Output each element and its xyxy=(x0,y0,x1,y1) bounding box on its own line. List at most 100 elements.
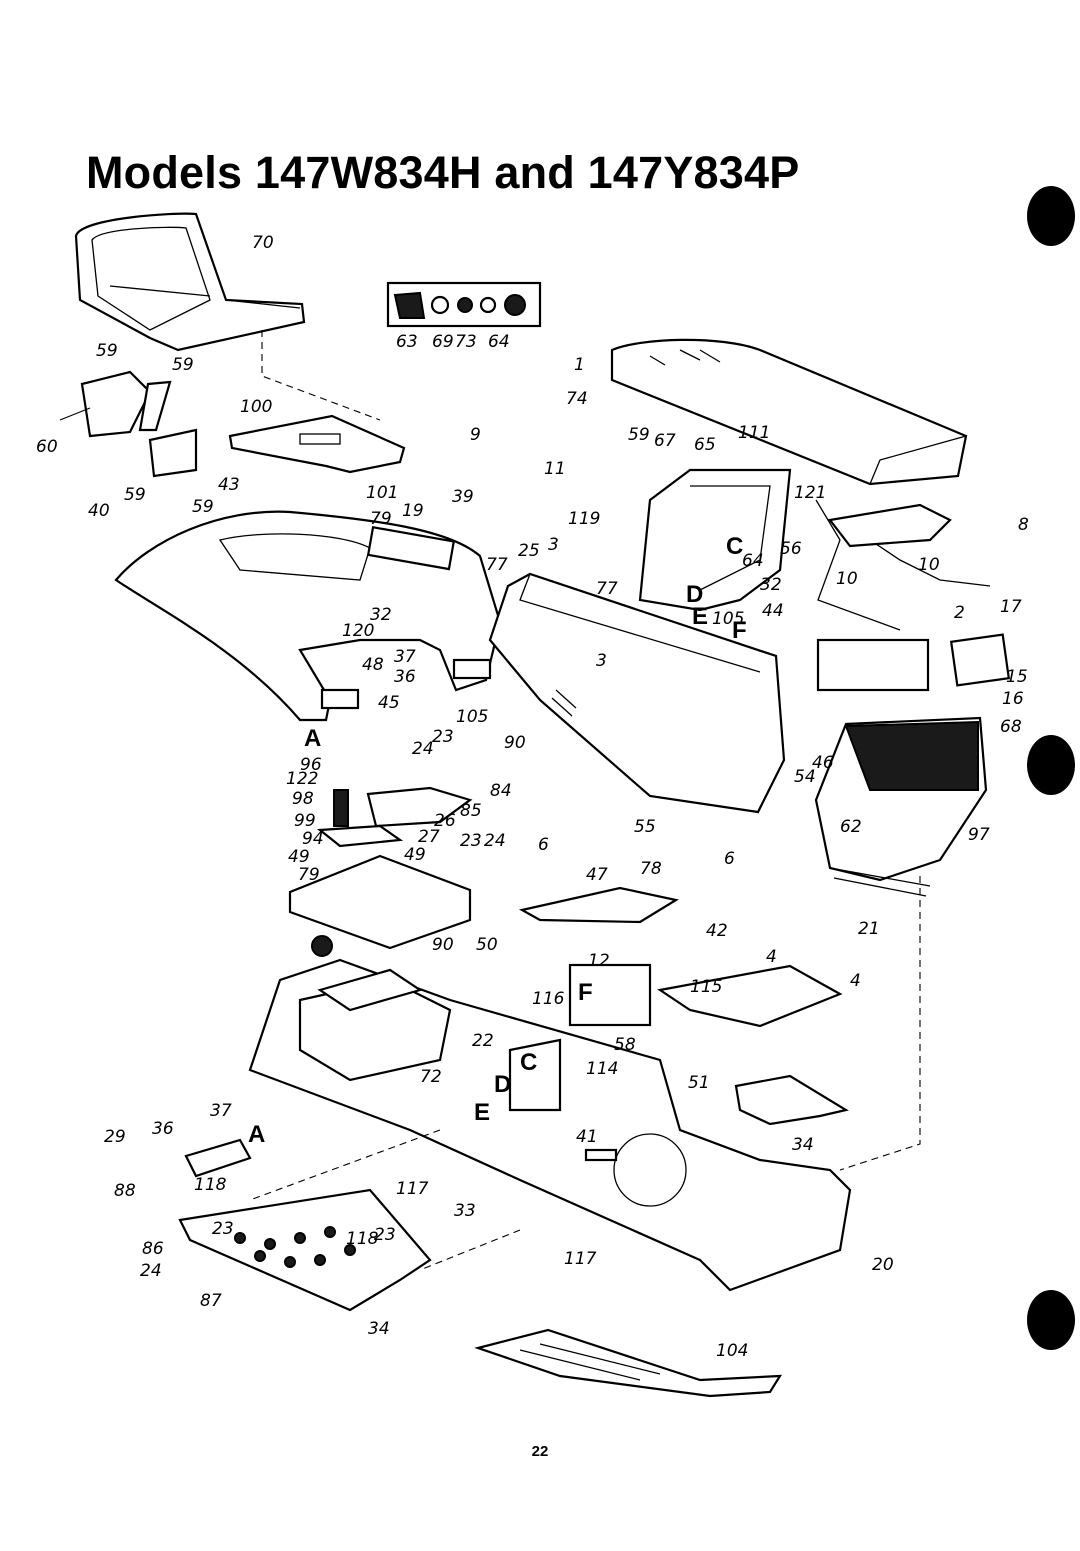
callout-119: 119 xyxy=(568,509,600,529)
callout-37: 37 xyxy=(210,1101,232,1121)
headlight-part xyxy=(949,633,1011,687)
callout-98: 98 xyxy=(292,789,314,809)
ref-letter-c: C xyxy=(726,533,743,560)
callout-4: 4 xyxy=(766,947,777,967)
callout-73: 73 xyxy=(455,332,477,352)
seat-brackets xyxy=(59,370,198,478)
callout-1: 1 xyxy=(574,355,585,375)
callout-56: 56 xyxy=(780,539,802,559)
callout-45: 45 xyxy=(378,693,400,713)
callout-117: 117 xyxy=(564,1249,597,1269)
seat-plate xyxy=(228,330,406,474)
hood-part xyxy=(610,338,968,486)
callout-68: 68 xyxy=(1000,717,1022,737)
callout-87: 87 xyxy=(200,1291,222,1311)
callout-59: 59 xyxy=(192,497,214,517)
callout-74: 74 xyxy=(566,389,588,409)
callout-120: 120 xyxy=(342,621,374,641)
callout-11: 11 xyxy=(544,459,566,479)
callout-24: 24 xyxy=(484,831,506,851)
headlight-bracket xyxy=(815,499,991,692)
callout-6: 6 xyxy=(538,835,549,855)
callout-50: 50 xyxy=(476,935,498,955)
callout-79: 79 xyxy=(370,509,392,529)
callout-36: 36 xyxy=(152,1119,174,1139)
ref-letter-f: F xyxy=(578,979,593,1006)
callout-24: 24 xyxy=(412,739,434,759)
callout-23: 23 xyxy=(432,727,454,747)
callout-64: 64 xyxy=(742,551,764,571)
callout-10: 10 xyxy=(918,555,940,575)
access-cover xyxy=(518,886,679,924)
ref-letter-a: A xyxy=(248,1121,265,1148)
callout-46: 46 xyxy=(812,753,834,773)
callout-64: 64 xyxy=(488,332,510,352)
ref-letter-a: A xyxy=(304,725,321,752)
callout-47: 47 xyxy=(586,865,608,885)
callout-88: 88 xyxy=(114,1181,136,1201)
callout-23: 23 xyxy=(374,1225,396,1245)
binding-hole-bottom xyxy=(1027,1290,1075,1350)
ref-letter-f: F xyxy=(732,617,747,644)
callout-12: 12 xyxy=(588,951,610,971)
callout-23: 23 xyxy=(212,1219,234,1239)
callout-58: 58 xyxy=(614,1035,636,1055)
callout-67: 67 xyxy=(654,431,676,451)
step-plate xyxy=(474,1328,783,1398)
callout-59: 59 xyxy=(124,485,146,505)
callout-97: 97 xyxy=(968,825,990,845)
callout-100: 100 xyxy=(240,397,272,417)
callout-29: 29 xyxy=(104,1127,126,1147)
callout-59: 59 xyxy=(628,425,650,445)
callout-117: 117 xyxy=(396,1179,429,1199)
dash-panel-part xyxy=(488,572,786,814)
frame-part xyxy=(248,958,852,1292)
callout-90: 90 xyxy=(432,935,454,955)
callout-34: 34 xyxy=(368,1319,390,1339)
page-number: 22 xyxy=(531,1443,549,1460)
ref-letter-d: D xyxy=(494,1071,511,1098)
callout-41: 41 xyxy=(576,1127,598,1147)
callout-54: 54 xyxy=(794,767,816,787)
binding-hole-middle xyxy=(1027,735,1075,795)
callout-49: 49 xyxy=(288,847,310,867)
callout-33: 33 xyxy=(454,1201,476,1221)
callout-85: 85 xyxy=(460,801,482,821)
callout-122: 122 xyxy=(286,769,318,789)
callout-23: 23 xyxy=(460,831,482,851)
battery-plate xyxy=(288,854,472,950)
callout-96: 96 xyxy=(300,755,322,775)
callout-99: 99 xyxy=(294,811,316,831)
callout-3: 3 xyxy=(548,535,559,555)
callout-4: 4 xyxy=(850,971,861,991)
callout-15: 15 xyxy=(1006,667,1028,687)
fender-part xyxy=(114,510,502,722)
callout-26: 26 xyxy=(434,811,456,831)
callout-116: 116 xyxy=(532,989,565,1009)
seat-part xyxy=(74,212,306,352)
callout-118: 118 xyxy=(346,1229,379,1249)
callout-3: 3 xyxy=(596,651,607,671)
callout-25: 25 xyxy=(518,541,540,561)
callout-22: 22 xyxy=(472,1031,494,1051)
callout-36: 36 xyxy=(394,667,416,687)
callout-55: 55 xyxy=(634,817,656,837)
callout-115: 115 xyxy=(690,977,722,997)
callout-101: 101 xyxy=(366,483,398,503)
callout-21: 21 xyxy=(858,919,880,939)
binding-hole-top xyxy=(1027,186,1075,246)
callout-32: 32 xyxy=(760,575,782,595)
callout-69: 69 xyxy=(432,332,454,352)
callout-48: 48 xyxy=(362,655,384,675)
callout-32: 32 xyxy=(370,605,392,625)
callout-34: 34 xyxy=(792,1135,814,1155)
callout-19: 19 xyxy=(402,501,424,521)
callout-24: 24 xyxy=(140,1261,162,1281)
ref-letter-d: D xyxy=(686,581,703,608)
callout-59: 59 xyxy=(172,355,194,375)
callout-10: 10 xyxy=(836,569,858,589)
callout-51: 51 xyxy=(688,1073,710,1093)
callout-118: 118 xyxy=(194,1175,227,1195)
fuel-cap xyxy=(311,935,333,957)
